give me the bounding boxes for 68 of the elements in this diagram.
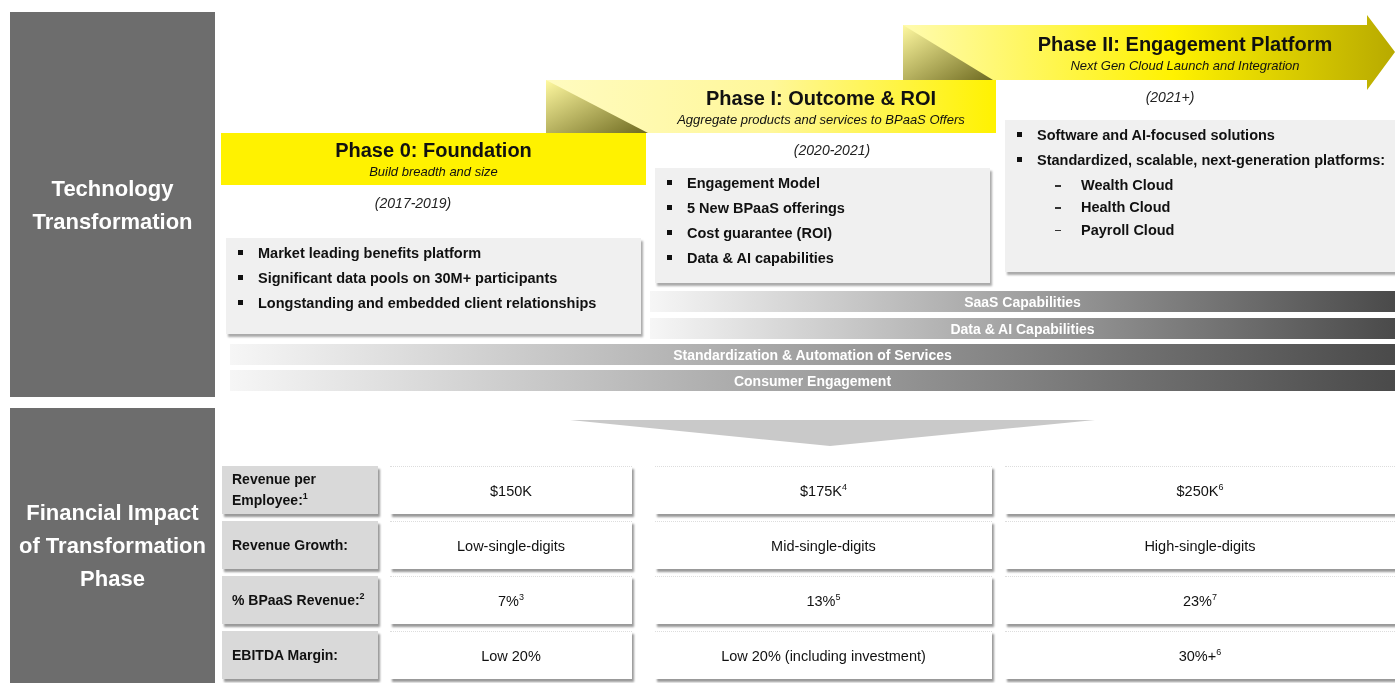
table-cell [655, 576, 992, 624]
bullet-item: Health Cloud [1015, 198, 1387, 217]
cell-value: 13%$^{5}$ [806, 592, 841, 609]
row-header-cell [222, 466, 378, 514]
table-cell [1005, 521, 1395, 569]
table-cell [390, 466, 632, 514]
row-label: Revenue Growth: [232, 535, 348, 555]
period-label: (2020-2021) [793, 142, 871, 158]
bullet-card [226, 238, 641, 334]
capability-bar [230, 370, 1395, 391]
cell-value: Low 20% (including investment) [721, 647, 926, 664]
cell-value: Low 20% [481, 647, 541, 664]
row-header-cell [222, 521, 378, 569]
section-title: Financial Impact of Transformation Phase [18, 499, 207, 593]
bullet-item: Market leading benefits platform [236, 244, 633, 263]
cell-value: High-single-digits [1144, 537, 1256, 554]
row-label: Revenue per Employee:$^{1}$ [232, 470, 318, 510]
phase-title: Phase 0: Foundation [335, 139, 532, 162]
table-cell [1005, 576, 1395, 624]
cell-value: 30%+$^{6}$ [1178, 647, 1222, 664]
cell-value: Mid-single-digits [771, 537, 876, 554]
phase-subtitle: Build breadth and size [369, 164, 498, 179]
bullet-item: Software and AI-focused solutions [1015, 126, 1387, 145]
bullet-item: Longstanding and embedded client relationships [236, 294, 633, 313]
table-cell [1005, 466, 1395, 514]
table-cell [655, 521, 992, 569]
bullet-card [655, 168, 990, 283]
cell-value: 7%$^{3}$ [498, 592, 524, 609]
phase-subtitle: Next Gen Cloud Launch and Integration [1070, 57, 1300, 73]
table-cell [655, 466, 992, 514]
period-label: (2017-2019) [374, 195, 452, 211]
table-cell [390, 631, 632, 679]
capability-bar [650, 291, 1395, 312]
capability-label: Standardization & Automation of Services [673, 346, 952, 363]
section-panel [10, 12, 215, 397]
period-label: (2021+) [1145, 89, 1195, 105]
row-label: % BPaaS Revenue:$^{2}$ [232, 589, 365, 610]
cell-value: $250K$^{6}$ [1176, 482, 1224, 499]
bullet-item: Standardized, scalable, next-generation platforms: [1015, 151, 1387, 170]
capability-bar [230, 344, 1395, 365]
bullet-item: 5 New BPaaS offerings [665, 199, 982, 218]
section-panel [10, 408, 215, 683]
bullet-card [1005, 120, 1395, 272]
capability-label: SaaS Capabilities [964, 293, 1081, 310]
table-cell [655, 631, 992, 679]
row-header-cell [222, 576, 378, 624]
row-label: EBITDA Margin: [232, 645, 339, 665]
bullet-item: Payroll Cloud [1015, 220, 1387, 239]
table-cell [390, 576, 632, 624]
row-header-cell [222, 631, 378, 679]
capability-bar [650, 318, 1395, 339]
bullet-item: Wealth Cloud [1015, 176, 1387, 195]
cell-value: $150K [490, 482, 532, 499]
cell-value: Low-single-digits [457, 537, 565, 554]
capability-label: Consumer Engagement [733, 372, 892, 389]
phase-subtitle: Aggregate products and services to BPaaS Offers [677, 111, 965, 127]
phase-title: Phase I: Outcome & ROI [705, 86, 937, 110]
section-title: Technology Transformation [31, 174, 194, 236]
table-cell [390, 521, 632, 569]
phase-title: Phase II: Engagement Platform [1037, 32, 1333, 56]
table-cell [1005, 631, 1395, 679]
bullet-item: Engagement Model [665, 174, 982, 193]
bullet-item: Significant data pools on 30M+ participants [236, 269, 633, 288]
bullet-item: Data & AI capabilities [665, 249, 982, 268]
cell-value: $175K$^{4}$ [800, 482, 847, 499]
capability-label: Data & AI Capabilities [950, 320, 1095, 337]
bullet-item: Cost guarantee (ROI) [665, 224, 982, 243]
cell-value: 23%$^{7}$ [1182, 592, 1217, 609]
